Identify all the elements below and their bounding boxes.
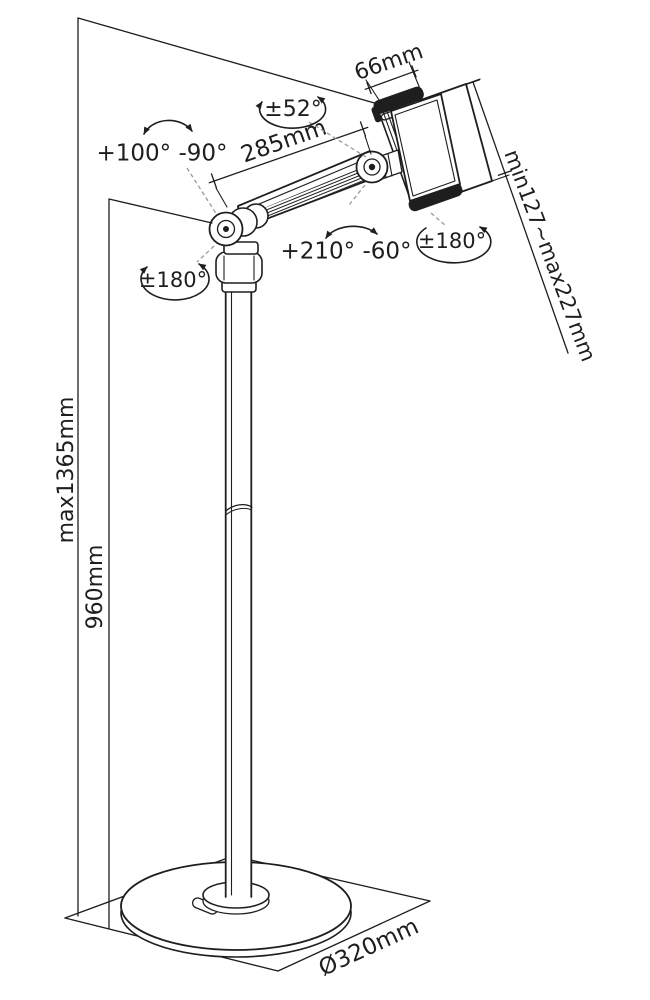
leader-pole-rotation <box>196 245 215 263</box>
tablet-holder <box>355 83 493 212</box>
leader-arm-tilt <box>348 184 366 206</box>
leader-arm-swivel <box>186 167 218 216</box>
angle-arm-swivel-label: +100° -90° <box>96 141 227 167</box>
leader-holder-rotation <box>430 212 447 227</box>
dim-holder-range-label: min127~max227mm <box>499 147 600 365</box>
angle-pole-rotation-label: ±180° <box>139 268 207 292</box>
shoulder-joint <box>208 203 269 247</box>
angle-annotations: +100° -90° ±52° ±180° +210° -60° ±180° <box>96 96 492 301</box>
dim-pole-height: 960mm <box>83 198 213 929</box>
arm-rib-texture <box>240 163 374 228</box>
dim-holder-range: min127~max227mm <box>465 78 600 365</box>
angle-head-tilt-label: ±52° <box>264 97 321 122</box>
dim-holder-width-label: 66mm <box>351 39 426 86</box>
round-base <box>120 861 352 958</box>
pole-rotation-loop-arrow <box>139 263 210 301</box>
elbow-joint-knob <box>355 150 389 184</box>
angle-holder-rotation-label: ±180° <box>418 229 486 253</box>
pole <box>224 252 253 898</box>
dim-max-height: max1365mm <box>54 17 386 917</box>
angle-arm-tilt-label: +210° -60° <box>280 239 411 265</box>
pole-seam <box>225 504 253 512</box>
holder-rotation-loop-arrow <box>416 226 492 264</box>
head-tilt-loop-arrow <box>255 96 327 129</box>
arm-swivel-arrow <box>143 119 193 135</box>
arm-tilt-arrow <box>325 225 378 239</box>
pole-top-mount <box>215 241 263 293</box>
dim-max-height-label: max1365mm <box>54 397 79 544</box>
dim-pole-height-label: 960mm <box>83 545 108 630</box>
